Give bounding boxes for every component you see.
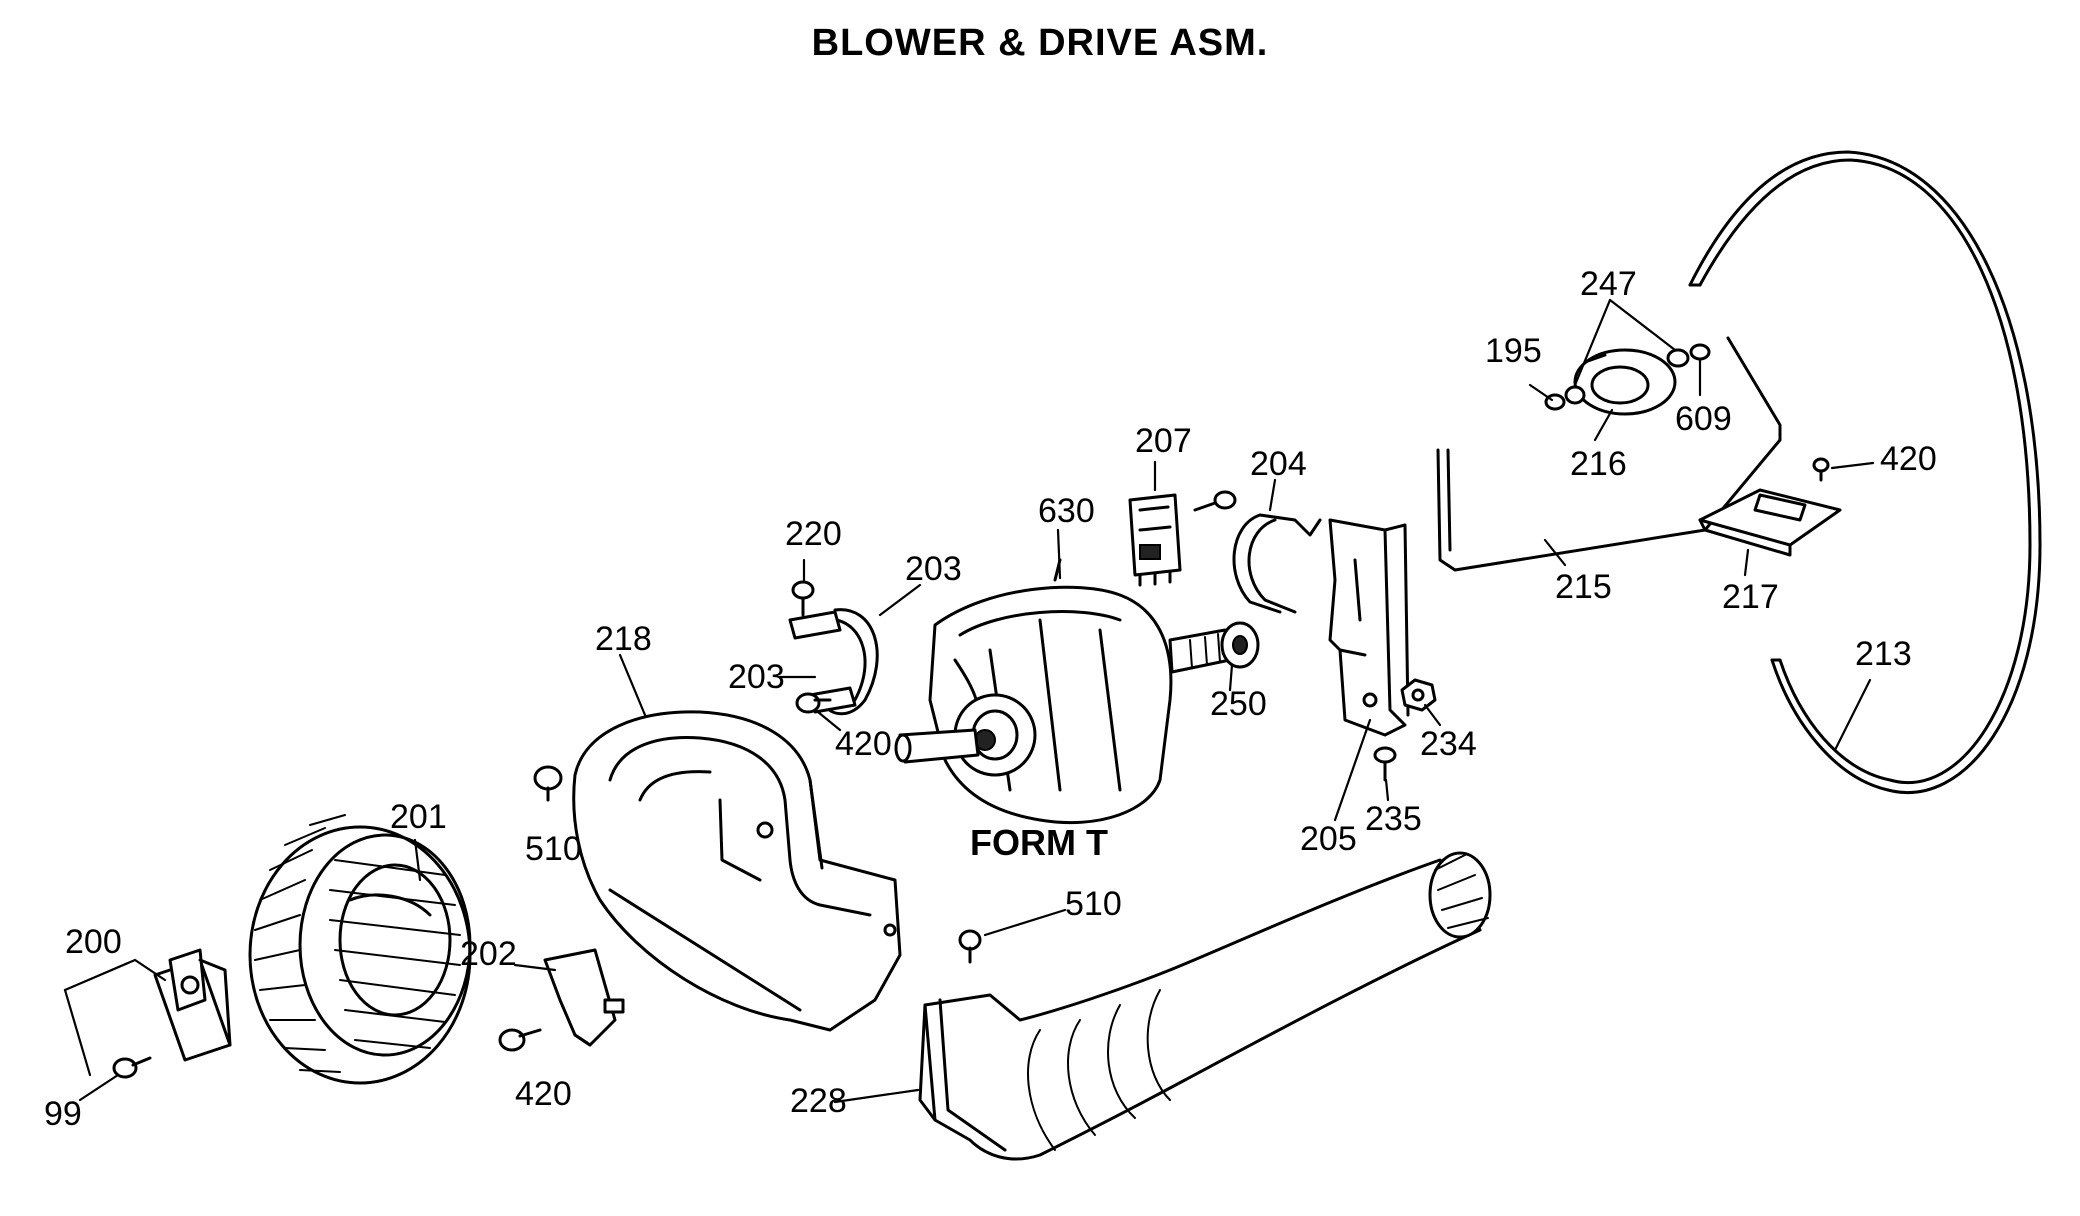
nut-234	[1400, 678, 1437, 712]
drive-motor	[894, 558, 1260, 825]
idler-bracket	[1698, 488, 1842, 557]
label-203-top: 203	[905, 550, 962, 588]
label-203-bottom: 203	[728, 658, 785, 696]
leader-201	[413, 838, 422, 882]
label-195: 195	[1485, 332, 1542, 370]
blower-housing	[572, 710, 902, 1032]
label-202: 202	[460, 935, 517, 973]
label-420-right: 420	[1880, 440, 1937, 478]
leader-202	[513, 963, 557, 972]
leader-205	[1333, 718, 1372, 822]
leader-215	[1543, 538, 1567, 567]
blower-wheel	[248, 814, 472, 1085]
bearing-247-left	[1564, 385, 1586, 405]
label-250: 250	[1210, 685, 1267, 723]
label-207: 207	[1135, 422, 1192, 460]
leader-234	[1423, 703, 1442, 727]
leader-217	[1743, 548, 1750, 577]
idler-pulley	[1573, 348, 1677, 416]
label-200: 200	[65, 923, 122, 961]
label-216: 216	[1570, 445, 1627, 483]
leader-420-middle	[816, 710, 842, 732]
label-609: 609	[1675, 400, 1732, 438]
label-215: 215	[1555, 568, 1612, 606]
form-label: FORM T	[970, 822, 1108, 863]
label-510-middle: 510	[1065, 885, 1122, 923]
shaft-609	[1689, 343, 1711, 361]
screw-420-right	[1812, 457, 1830, 482]
label-205: 205	[1300, 820, 1357, 858]
drive-belt	[1688, 150, 2042, 794]
label-220: 220	[785, 515, 842, 553]
screw-510-left	[533, 765, 563, 802]
label-630: 630	[1038, 492, 1095, 530]
leader-247-a	[1573, 298, 1612, 387]
screw-99	[112, 1056, 152, 1079]
label-218: 218	[595, 620, 652, 658]
leader-247-b	[1608, 298, 1677, 352]
label-217: 217	[1722, 578, 1779, 616]
screw-235	[1373, 746, 1397, 782]
leader-510-middle	[983, 908, 1067, 937]
label-213: 213	[1855, 635, 1912, 673]
screw-220	[791, 580, 815, 617]
label-228: 228	[790, 1082, 847, 1120]
leader-250	[1228, 663, 1234, 692]
screw-510-middle	[958, 929, 982, 964]
label-420-lower: 420	[515, 1075, 572, 1113]
motor-mount-bracket	[1328, 518, 1410, 737]
diagram-title: BLOWER & DRIVE ASM.	[811, 22, 1269, 64]
label-420-middle: 420	[835, 725, 892, 763]
leader-228	[833, 1088, 920, 1104]
bearing-247-right	[1666, 348, 1690, 368]
label-247: 247	[1580, 265, 1637, 303]
leader-204	[1268, 478, 1277, 512]
housing-clip	[543, 948, 625, 1047]
label-510-left: 510	[525, 830, 582, 868]
label-235: 235	[1365, 800, 1422, 838]
leader-216	[1593, 408, 1614, 442]
screw-420-lower	[498, 1028, 542, 1052]
leader-420-right	[1830, 461, 1875, 470]
motor-switch	[1128, 493, 1182, 587]
leader-213	[1833, 678, 1872, 752]
leader-218	[618, 653, 647, 717]
leader-235	[1384, 778, 1390, 802]
screw-420-middle	[795, 692, 832, 714]
label-204: 204	[1250, 445, 1307, 483]
motor-clamp-band	[1232, 513, 1322, 614]
leader-195	[1528, 383, 1554, 402]
blower-wheel-mount-bracket	[153, 948, 232, 1062]
leader-200	[63, 958, 167, 992]
leader-203-top	[878, 583, 922, 617]
label-234: 234	[1420, 725, 1477, 763]
switch-screw	[1193, 490, 1237, 512]
leader-99	[78, 1073, 120, 1102]
motor-clamp	[788, 608, 879, 716]
label-99: 99	[44, 1095, 82, 1133]
exhaust-duct	[918, 851, 1492, 1161]
leader-630	[1056, 528, 1062, 580]
label-201: 201	[390, 798, 447, 836]
